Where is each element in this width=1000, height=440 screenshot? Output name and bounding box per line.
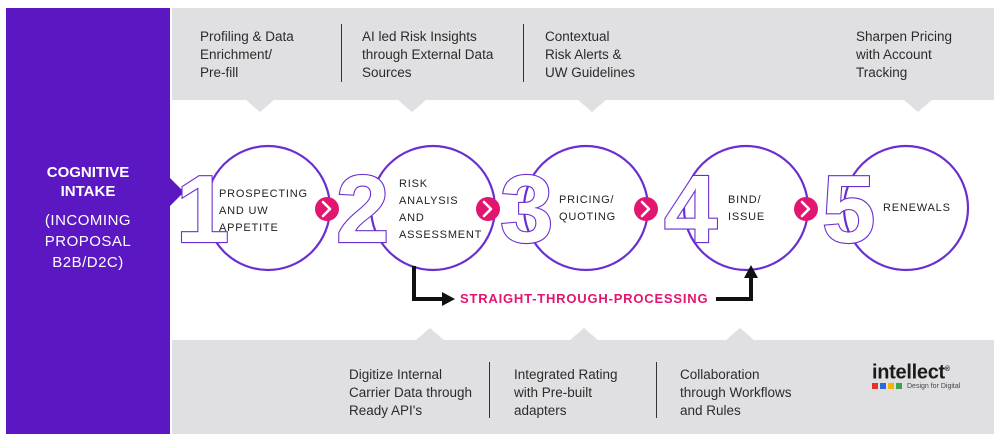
- text-line: AND: [399, 212, 425, 224]
- logo-square: [872, 383, 878, 390]
- stage-number-1: 1: [176, 156, 229, 263]
- text-line: Carrier Data through: [349, 385, 473, 400]
- logo-word: intellect: [872, 361, 945, 384]
- sub-line: PROPOSAL: [44, 233, 132, 250]
- stage-label-bind: BIND/ ISSUE: [728, 192, 765, 226]
- bottom-capabilities-band: [172, 340, 994, 434]
- text-line: Contextual: [545, 29, 610, 44]
- band-pointer: [246, 100, 274, 112]
- text-line: Profiling & Data: [200, 29, 294, 44]
- chevron-right-icon: [315, 197, 339, 221]
- text-line: Pre-fill: [200, 65, 239, 80]
- stage-label-risk-analysis: RISK ANALYSIS AND ASSESSMENT: [399, 176, 482, 244]
- band-pointer: [578, 100, 606, 112]
- divider: [523, 24, 524, 82]
- logo-square: [888, 383, 894, 390]
- panel-pointer: [170, 178, 184, 206]
- text-line: Sharpen Pricing: [856, 29, 953, 44]
- band-pointer: [398, 100, 426, 112]
- text-line: QUOTING: [559, 211, 616, 223]
- text-line: with Pre-built: [514, 385, 593, 400]
- text-line: Tracking: [856, 65, 908, 80]
- logo-square: [896, 383, 902, 390]
- text-line: Ready API's: [349, 403, 423, 418]
- logo-registered-mark: ®: [944, 366, 950, 373]
- sub-line: (INCOMING: [44, 212, 132, 229]
- straight-through-processing-label: STRAIGHT-THROUGH-PROCESSING: [460, 291, 709, 306]
- text-line: Collaboration: [680, 367, 760, 382]
- text-line: PROSPECTING: [219, 188, 308, 200]
- bottom-item-collaboration: Collaboration through Workflows and Rule…: [680, 366, 792, 420]
- stage-number-4: 4: [664, 156, 717, 263]
- text-line: Sources: [362, 65, 412, 80]
- stage-label-pricing: PRICING/ QUOTING: [559, 192, 616, 226]
- stage-number-2: 2: [336, 156, 389, 263]
- band-pointer: [570, 328, 598, 340]
- logo-tagline: Design for Digital: [907, 382, 961, 390]
- text-line: Integrated Rating: [514, 367, 618, 382]
- divider: [341, 24, 342, 82]
- text-line: BIND/: [728, 194, 762, 206]
- text-line: Enrichment/: [200, 47, 273, 62]
- text-line: APPETITE: [219, 222, 279, 234]
- band-pointer: [904, 100, 932, 112]
- logo-square: [880, 383, 886, 390]
- text-line: Risk Alerts &: [545, 47, 622, 62]
- top-item-profiling: Profiling & Data Enrichment/ Pre-fill: [200, 28, 294, 82]
- text-line: adapters: [514, 403, 567, 418]
- text-line: RENEWALS: [883, 202, 951, 214]
- text-line: ISSUE: [728, 211, 766, 223]
- chevron-right-icon: [476, 197, 500, 221]
- text-line: RISK: [399, 178, 428, 190]
- chevron-right-icon: [634, 197, 658, 221]
- title-line: INTAKE: [60, 183, 116, 200]
- text-line: through Workflows: [680, 385, 792, 400]
- stage-label-renewals: RENEWALS: [883, 200, 951, 217]
- sub-line: B2B/D2C): [52, 254, 124, 271]
- bottom-item-digitize-data: Digitize Internal Carrier Data through R…: [349, 366, 472, 420]
- band-pointer: [726, 328, 754, 340]
- elbow-arrow-icon: [716, 265, 758, 301]
- top-capabilities-band: [172, 8, 994, 100]
- chevron-right-icon: [794, 197, 818, 221]
- text-line: ANALYSIS: [399, 195, 459, 207]
- text-line: PRICING/: [559, 194, 615, 206]
- band-pointer: [416, 328, 444, 340]
- intellect-logo: intellect® Design for Digital: [872, 360, 960, 390]
- text-line: UW Guidelines: [545, 65, 636, 80]
- title-line: COGNITIVE: [46, 164, 130, 181]
- text-line: Digitize Internal: [349, 367, 443, 382]
- divider: [489, 362, 490, 418]
- divider: [656, 362, 657, 418]
- logo-wordmark: intellect®: [872, 360, 960, 383]
- cognitive-intake-title: COGNITIVE INTAKE: [6, 163, 170, 201]
- text-line: through External Data: [362, 47, 494, 62]
- stage-label-prospecting: PROSPECTING AND UW APPETITE: [219, 186, 308, 237]
- text-line: and Rules: [680, 403, 741, 418]
- incoming-proposal-label: (INCOMING PROPOSAL B2B/D2C): [6, 210, 170, 273]
- stage-number-5: 5: [822, 156, 875, 263]
- top-item-risk-alerts: Contextual Risk Alerts & UW Guidelines: [545, 28, 635, 82]
- text-line: AI led Risk Insights: [362, 29, 477, 44]
- bottom-item-integrated-rating: Integrated Rating with Pre-built adapter…: [514, 366, 618, 420]
- top-item-sharpen-pricing: Sharpen Pricing with Account Tracking: [856, 28, 952, 82]
- elbow-arrow-icon: [412, 266, 455, 306]
- cognitive-intake-panel: COGNITIVE INTAKE (INCOMING PROPOSAL B2B/…: [6, 8, 170, 434]
- text-line: with Account: [856, 47, 932, 62]
- logo-tag-row: Design for Digital: [872, 383, 960, 390]
- stage-number-3: 3: [500, 156, 553, 263]
- text-line: ASSESSMENT: [399, 229, 483, 241]
- stage-circle-5: [842, 144, 970, 272]
- text-line: AND UW: [219, 205, 269, 217]
- top-item-ai-risk-insights: AI led Risk Insights through External Da…: [362, 28, 493, 82]
